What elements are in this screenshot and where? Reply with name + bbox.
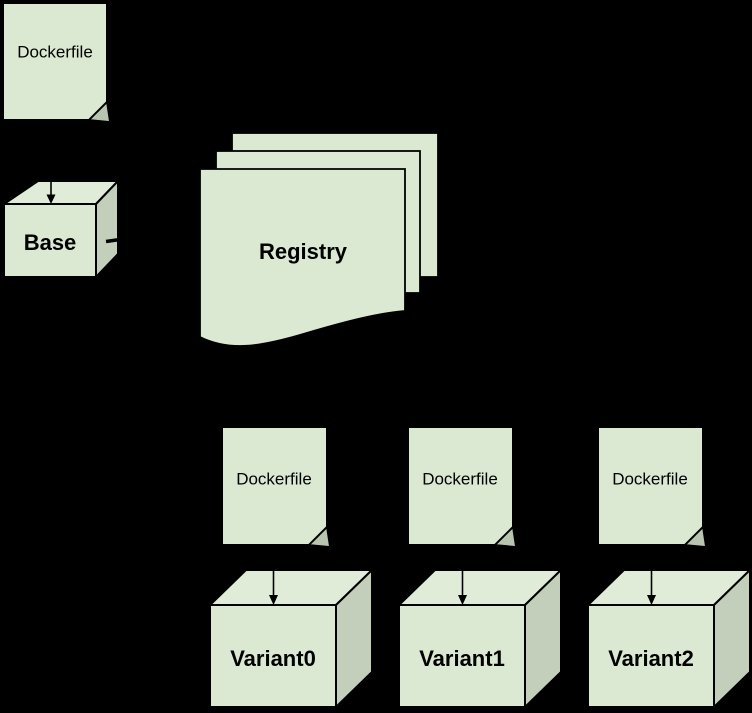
node-base-dockerfile-note: [2, 2, 111, 123]
node-variant2-image: [585, 567, 752, 710]
registry-sheet-front: [199, 168, 406, 347]
arrow-dockerfile-to-base-head-icon: [46, 194, 56, 204]
node-base-image: [0, 178, 121, 280]
node-variant0-dockerfile-note: [221, 426, 331, 548]
node-variant2-dockerfile-note: [597, 426, 707, 548]
arrow-base-to-registry-segment: [105, 237, 121, 244]
variant0-cube-front-face: [209, 604, 337, 708]
arrow-dockerfile-to-variant0-head-icon: [269, 595, 278, 605]
variant1-dockerfile-note-fold-icon: [494, 526, 517, 548]
node-variant0-image: [207, 567, 375, 710]
node-registry: [199, 132, 439, 347]
variant2-dockerfile-note-label: Dockerfile: [612, 469, 688, 489]
node-variant1-dockerfile-note: [407, 426, 517, 548]
variant2-image-label: Variant2: [608, 646, 694, 671]
base-cube-front-face: [3, 203, 97, 278]
base-dockerfile-note-fold-icon: [88, 101, 111, 123]
base-dockerfile-note-label: Dockerfile: [17, 42, 93, 62]
variant0-dockerfile-note-label: Dockerfile: [236, 469, 312, 489]
node-variant1-image: [396, 567, 564, 710]
variant0-dockerfile-note-fold-icon: [308, 526, 331, 548]
arrow-dockerfile-to-variant1-head-icon: [458, 595, 467, 605]
registry-label: Registry: [258, 239, 348, 264]
base-dockerfile-note: [2, 2, 108, 121]
variant2-cube-front-face: [587, 604, 715, 708]
base-image-label: Base: [23, 230, 77, 255]
variant1-image-label: Variant1: [419, 646, 505, 671]
variant1-cube-front-face: [398, 604, 526, 708]
variant2-dockerfile-note-fold-icon: [684, 526, 707, 548]
arrow-dockerfile-to-variant2-head-icon: [647, 595, 656, 605]
variant1-dockerfile-note-label: Dockerfile: [422, 469, 498, 489]
variant0-image-label: Variant0: [230, 646, 316, 671]
